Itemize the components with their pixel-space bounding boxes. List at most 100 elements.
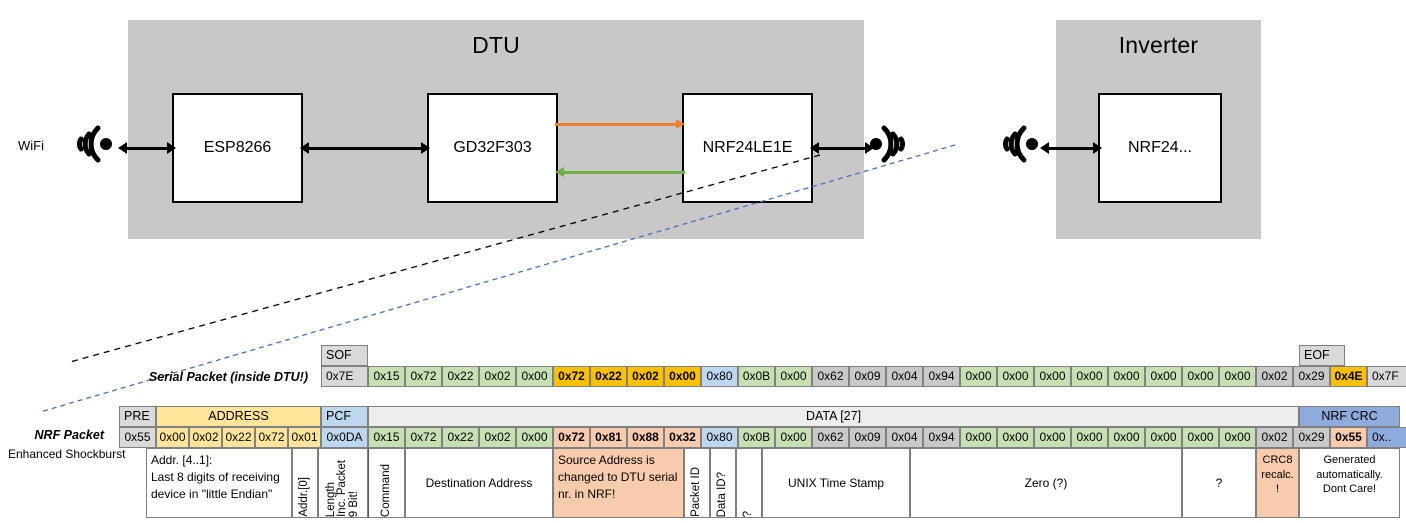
nrf-byte-24: 0x00: [997, 427, 1034, 448]
annotation-pcf-len: Length: [324, 481, 337, 517]
nrf-byte-23: 0x00: [960, 427, 997, 448]
serial-byte-13: 0x62: [812, 366, 849, 387]
serial-byte-19: 0x00: [1034, 366, 1071, 387]
nrf-byte-29: 0x00: [1182, 427, 1219, 448]
nrf-byte-27: 0x00: [1108, 427, 1145, 448]
serial-byte-16: 0x94: [923, 366, 960, 387]
arrow-head-right: [1093, 142, 1102, 154]
annotation-command-text: Command: [379, 463, 392, 517]
nrf-byte-32: 0x29: [1293, 427, 1330, 448]
nrf-group-data: DATA [27]: [368, 406, 1299, 427]
nrf-byte-21: 0x04: [886, 427, 923, 448]
nrf-byte-8: 0x72: [405, 427, 442, 448]
nrf-byte-19: 0x62: [812, 427, 849, 448]
nrf-group-address: ADDRESS: [156, 406, 321, 427]
annotation-question: ?: [1182, 448, 1256, 518]
nrf-byte-7: 0x15: [368, 427, 405, 448]
serial-sof-header: SOF: [321, 345, 368, 366]
serial-byte-4: 0x02: [479, 366, 516, 387]
serial-byte-14: 0x09: [849, 366, 886, 387]
nrf-byte-16: 0x80: [701, 427, 738, 448]
serial-byte-26: 0x29: [1293, 366, 1330, 387]
nrf-group-pcf: PCF: [321, 406, 368, 427]
serial-byte-3: 0x22: [442, 366, 479, 387]
serial-byte-0: 0x7E: [321, 366, 368, 387]
nrf-group-pre: PRE: [119, 406, 156, 427]
serial-byte-5: 0x00: [516, 366, 553, 387]
nrf-byte-2: 0x02: [189, 427, 222, 448]
nrf-byte-34: 0x..: [1367, 427, 1406, 448]
nrf-group-nrf-crc: NRF CRC: [1299, 406, 1400, 427]
serial-packet-label: Serial Packet (inside DTU!): [148, 370, 308, 384]
serial-byte-23: 0x00: [1182, 366, 1219, 387]
nrf-packet-label: NRF Packet: [34, 428, 104, 442]
annotation-unknown: ?: [736, 448, 762, 518]
nrf-byte-5: 0x01: [288, 427, 321, 448]
annotation-destination-address: Destination Address: [405, 448, 553, 518]
nrf-byte-22: 0x94: [923, 427, 960, 448]
nrf-byte-31: 0x02: [1256, 427, 1293, 448]
annotation-addr0-text: Addr.[0]: [298, 477, 311, 517]
annotation-data-id: Data ID?: [710, 448, 736, 518]
dtu-title: DTU: [472, 32, 520, 58]
serial-byte-24: 0x00: [1219, 366, 1256, 387]
nrf-byte-17: 0x0B: [738, 427, 775, 448]
serial-byte-22: 0x00: [1145, 366, 1182, 387]
serial-byte-17: 0x00: [960, 366, 997, 387]
annotation-addr0: Addr.[0]: [292, 448, 318, 518]
serial-eof-header: EOF: [1299, 345, 1345, 366]
annotation-pcf-inc: Inc. Packet: [336, 460, 349, 517]
nrf-byte-33: 0x55: [1330, 427, 1367, 448]
chip-nrf24: NRF24...: [1098, 93, 1222, 203]
enhanced-shockburst-label: Enhanced Shockburst: [8, 447, 126, 461]
nrf-byte-18: 0x00: [775, 427, 812, 448]
nrf-byte-1: 0x00: [156, 427, 189, 448]
nrf-byte-12: 0x72: [553, 427, 590, 448]
arrow-antenna-to-nrf24: [1040, 142, 1102, 154]
serial-byte-8: 0x02: [627, 366, 664, 387]
chip-nrf24-label: NRF24...: [1127, 139, 1192, 156]
serial-byte-6: 0x72: [553, 366, 590, 387]
arrow-shaft: [555, 122, 677, 126]
annotation-packet-id-text: Packet ID: [690, 467, 703, 517]
nrf-byte-11: 0x00: [516, 427, 553, 448]
nrf-byte-30: 0x00: [1219, 427, 1256, 448]
serial-byte-7: 0x22: [590, 366, 627, 387]
arrow-shaft: [1048, 146, 1094, 150]
annotation-command: Command: [368, 448, 405, 518]
annotation-data-id-text: Data ID?: [716, 471, 729, 517]
serial-byte-15: 0x04: [886, 366, 923, 387]
serial-byte-20: 0x00: [1071, 366, 1108, 387]
nrf-byte-6: 0x0DA: [321, 427, 368, 448]
annotation-pcf: 9 Bit! Inc. Packet Length: [318, 448, 368, 518]
nrf-byte-3: 0x22: [222, 427, 255, 448]
annotation-packet-id: Packet ID: [684, 448, 710, 518]
nrf-byte-25: 0x00: [1034, 427, 1071, 448]
annotation-pcf-9bit: 9 Bit!: [347, 490, 360, 517]
nrf-byte-15: 0x32: [664, 427, 701, 448]
nrf-byte-0: 0x55: [119, 427, 156, 448]
serial-byte-11: 0x0B: [738, 366, 775, 387]
arrow-head-right: [676, 119, 685, 129]
serial-byte-18: 0x00: [997, 366, 1034, 387]
nrf-byte-13: 0x81: [590, 427, 627, 448]
serial-byte-1: 0x15: [368, 366, 405, 387]
nrf-byte-10: 0x02: [479, 427, 516, 448]
serial-byte-21: 0x00: [1108, 366, 1145, 387]
nrf-byte-14: 0x88: [627, 427, 664, 448]
annotation-unix-time-stamp: UNIX Time Stamp: [762, 448, 910, 518]
serial-byte-12: 0x00: [775, 366, 812, 387]
annotation-zero: Zero (?): [910, 448, 1182, 518]
wifi-label: WiFi: [18, 138, 44, 153]
nrf-byte-26: 0x00: [1071, 427, 1108, 448]
serial-byte-28: 0x7F: [1367, 366, 1406, 387]
arrow-head-left: [1040, 142, 1049, 154]
nrf-byte-20: 0x09: [849, 427, 886, 448]
nrf-byte-9: 0x22: [442, 427, 479, 448]
serial-byte-9: 0x00: [664, 366, 701, 387]
serial-byte-25: 0x02: [1256, 366, 1293, 387]
